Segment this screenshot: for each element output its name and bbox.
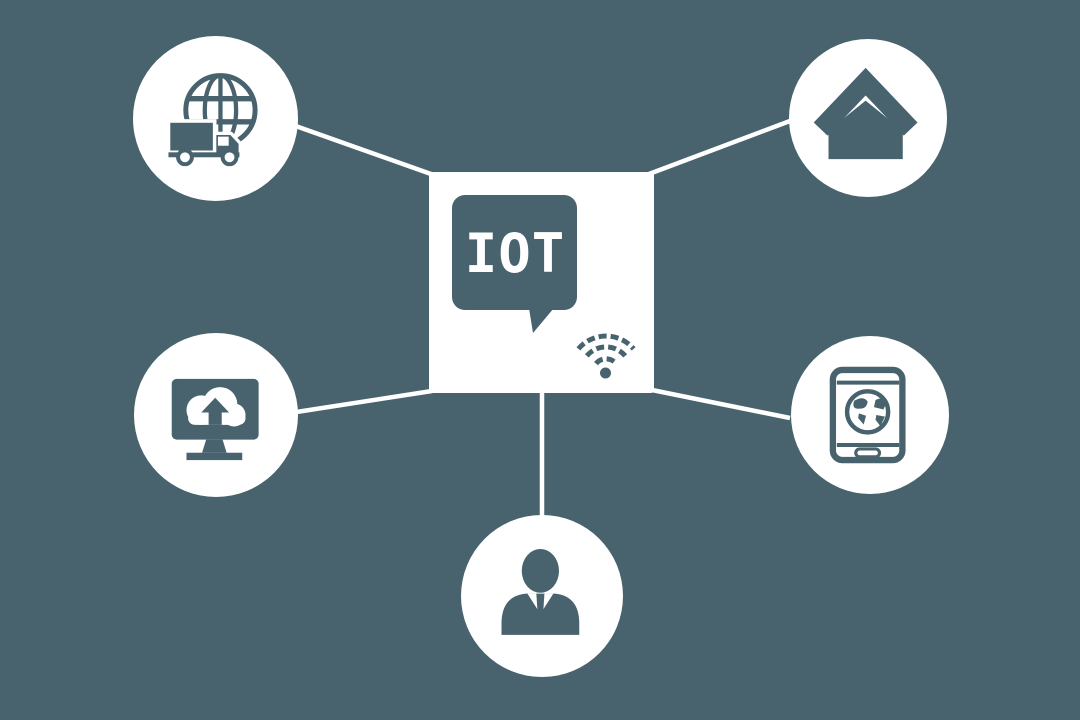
globe-truck-icon [166, 73, 258, 167]
wifi-signal-icon [576, 333, 636, 379]
house-icon [813, 67, 918, 160]
connector-line-smart-home [648, 118, 791, 177]
node-mobile-device [791, 336, 949, 494]
speech-bubble-icon [452, 195, 577, 333]
node-logistics [133, 36, 298, 201]
smartphone-globe-icon [829, 366, 906, 464]
connector-line-mobile-device [651, 387, 791, 421]
iot-hub: IOT [429, 172, 654, 393]
connector-line-logistics [289, 121, 432, 177]
connector-line-cloud-computing [289, 388, 433, 416]
person-icon [501, 549, 580, 635]
node-user [461, 515, 623, 677]
monitor-cloud-upload-icon [171, 378, 259, 461]
node-smart-home [789, 39, 947, 197]
iot-label: IOT [465, 222, 566, 285]
node-cloud-computing [134, 333, 298, 497]
